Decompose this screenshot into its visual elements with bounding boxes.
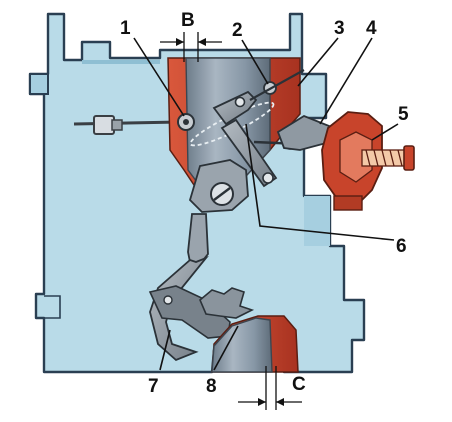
lever-arm-upper [212, 90, 258, 126]
lever-link-pin [262, 172, 274, 184]
callout-b: B [181, 10, 195, 31]
callout-4: 4 [366, 18, 377, 39]
callout-2: 2 [232, 20, 243, 41]
pneumatic-actuator [276, 111, 415, 211]
connecting-rod-vertical [187, 213, 209, 265]
gap-c-dimension: C [238, 366, 306, 410]
body-right-step [304, 196, 330, 246]
callout-6: 6 [396, 236, 407, 257]
actuator-cap [403, 145, 415, 171]
lever-pivot [234, 96, 246, 108]
callout-5: 5 [398, 104, 409, 125]
lower-cam-fork [199, 287, 255, 319]
body-left-lug [29, 73, 49, 95]
leader-7 [159, 329, 171, 371]
lower-bore [199, 287, 299, 373]
callout-3: 3 [334, 18, 345, 39]
leader-4 [319, 37, 373, 125]
leader-8 [213, 325, 239, 371]
lower-linkage [148, 213, 231, 362]
choke-rod [73, 115, 181, 135]
leader-3 [297, 37, 339, 87]
leader-5 [371, 123, 399, 141]
callout-leaders [133, 37, 399, 371]
link-rod-upper [249, 69, 305, 101]
callout-numbers: 1 2 3 4 5 6 7 8 [120, 18, 409, 397]
callout-7: 7 [148, 376, 159, 397]
callout-8: 8 [206, 376, 217, 397]
leader-1 [133, 37, 185, 117]
body-lower-ledge [44, 295, 61, 319]
actuator-lower-nut [333, 195, 363, 211]
callout-c: C [292, 374, 306, 395]
gap-b-dimension: B [160, 10, 222, 62]
lower-lever-pin [163, 295, 173, 305]
leader-2 [241, 39, 269, 85]
callout-1: 1 [120, 18, 131, 39]
lever-link-down [220, 118, 278, 188]
upper-lever-assembly [188, 69, 305, 213]
lower-bore-cylinder [211, 317, 273, 373]
rod-clamp [93, 115, 115, 135]
body-upper-ledge [82, 60, 160, 64]
leader-6 [245, 123, 395, 241]
actuator-diaphragm [339, 131, 373, 183]
